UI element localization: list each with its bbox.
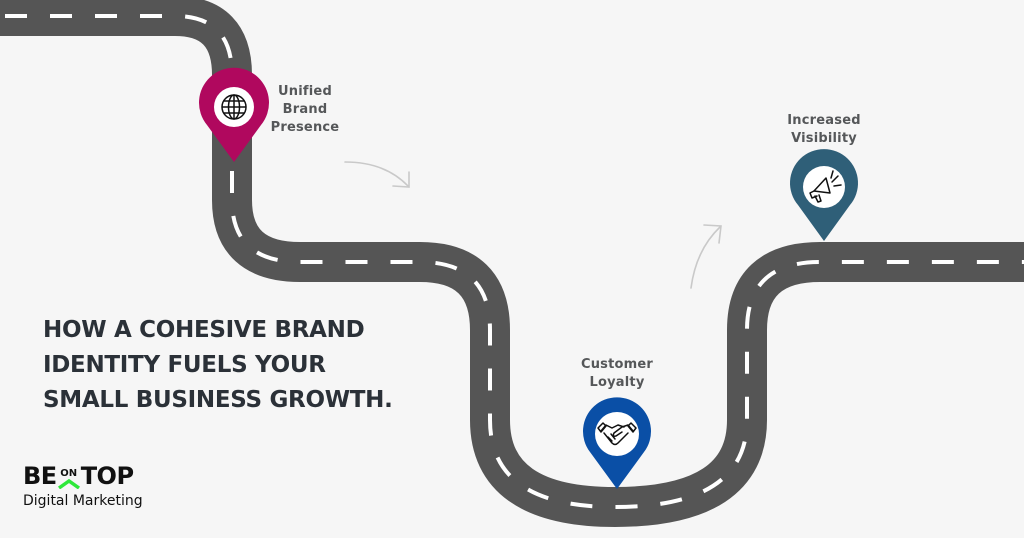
milestone-label-customer-loyalty: Customer Loyalty — [572, 356, 662, 392]
chevron-up-icon — [57, 479, 80, 489]
milestone-label-unified-brand-presence: Unified Brand Presence — [270, 83, 340, 137]
logo-part-top: TOP — [80, 462, 134, 490]
milestone-label-increased-visibility: Increased Visibility — [779, 112, 869, 148]
megaphone-icon — [809, 170, 842, 203]
road — [0, 0, 1024, 527]
map-pin-unified-brand-presence[interactable] — [199, 67, 269, 162]
label-line: Loyalty — [589, 375, 645, 390]
label-line: Brand — [282, 102, 328, 117]
headline-line-2: IDENTITY FUELS YOUR — [43, 352, 326, 378]
logo-wordmark: BE ON TOP — [23, 463, 143, 489]
logo-part-be: BE — [23, 462, 57, 490]
logo-on-text: ON — [60, 468, 78, 479]
curved-arrow-down-icon — [344, 161, 410, 188]
label-line: Visibility — [791, 131, 857, 146]
headline-line-3: SMALL BUSINESS GROWTH. — [43, 387, 393, 413]
globe-icon — [221, 94, 247, 120]
handshake-icon — [597, 422, 637, 446]
curved-arrow-up-icon — [690, 224, 722, 289]
label-line: Unified — [278, 84, 332, 99]
brand-logo: BE ON TOP Digital Marketing — [23, 463, 143, 509]
map-pin-customer-loyalty[interactable] — [583, 397, 651, 489]
label-line: Presence — [270, 120, 340, 135]
headline-line-1: HOW A COHESIVE BRAND — [43, 317, 365, 343]
label-line: Customer — [580, 357, 654, 372]
headline: HOW A COHESIVE BRAND IDENTITY FUELS YOUR… — [43, 313, 393, 418]
map-pin-increased-visibility[interactable] — [790, 149, 858, 241]
label-line: Increased — [787, 113, 861, 128]
logo-on-mark: ON — [57, 468, 80, 489]
logo-subtitle: Digital Marketing — [23, 493, 143, 509]
